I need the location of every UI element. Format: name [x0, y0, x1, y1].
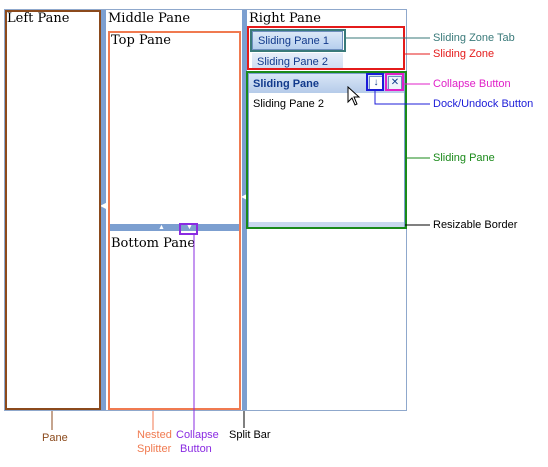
- callout-collapse-line1: Collapse: [176, 429, 219, 441]
- callout-split-bar: Split Bar: [229, 429, 271, 441]
- callout-pane: Pane: [42, 432, 68, 444]
- sliding-zone-highlight: [247, 26, 405, 70]
- callout-collapse-line2: Button: [180, 443, 212, 455]
- nested-split-bar[interactable]: ▲ ▼: [109, 224, 239, 231]
- sliding-pane-highlight: [246, 71, 407, 229]
- callout-nested-line1: Nested: [137, 429, 172, 441]
- callout-resizable-border: Resizable Border: [433, 219, 518, 231]
- left-pane-title: Left Pane: [7, 11, 70, 26]
- left-pane: Left Pane: [5, 10, 100, 410]
- collapse-down-icon[interactable]: ▼: [186, 224, 193, 231]
- mouse-cursor-icon: [347, 86, 361, 106]
- close-icon: ✕: [390, 77, 400, 88]
- pin-icon: ↓: [373, 77, 379, 88]
- middle-pane-title: Middle Pane: [108, 11, 191, 26]
- sliding-zone-tab-1[interactable]: Sliding Pane 1: [252, 31, 343, 50]
- callout-nested-line2: Splitter: [137, 443, 172, 455]
- expand-up-icon[interactable]: ▲: [158, 224, 165, 231]
- sliding-pane-header: Sliding Pane: [249, 74, 404, 93]
- bottom-pane: Bottom Pane: [109, 231, 239, 409]
- collapse-left-icon[interactable]: ◀: [100, 201, 107, 210]
- callout-sliding-pane: Sliding Pane: [433, 152, 495, 164]
- collapse-button-highlight: [179, 223, 198, 235]
- callout-sliding-zone-tab: Sliding Zone Tab: [433, 32, 515, 44]
- sliding-pane-title: Sliding Pane: [253, 78, 320, 90]
- callout-sliding-zone: Sliding Zone: [433, 48, 495, 60]
- split-bar-left[interactable]: ◀: [100, 10, 106, 410]
- collapse-btn-highlight: [385, 73, 404, 91]
- collapse-middle-icon[interactable]: ◀: [241, 192, 248, 201]
- sliding-zone-tab-2-label: Sliding Pane 2: [257, 56, 328, 68]
- pane-highlight: [5, 10, 101, 410]
- callout-dock-undock-button: Dock/Undock Button: [433, 98, 534, 110]
- top-pane: Top Pane: [109, 32, 239, 224]
- bottom-pane-title: Bottom Pane: [111, 236, 196, 251]
- sliding-zone-tab-highlight: [250, 29, 346, 52]
- sliding-pane-content: Sliding Pane 2: [253, 98, 324, 110]
- nested-splitter-highlight: [108, 31, 241, 410]
- callout-collapse-button: Collapse Button: [433, 78, 511, 90]
- dock-button-highlight: [366, 73, 384, 91]
- right-pane-title: Right Pane: [249, 11, 321, 26]
- sliding-zone-tab-2[interactable]: Sliding Pane 2: [252, 53, 343, 70]
- split-bar-right[interactable]: ◀: [241, 10, 248, 410]
- resizable-border[interactable]: [249, 222, 404, 227]
- top-pane-title: Top Pane: [111, 33, 171, 48]
- sliding-zone-tab-1-label: Sliding Pane 1: [258, 35, 329, 47]
